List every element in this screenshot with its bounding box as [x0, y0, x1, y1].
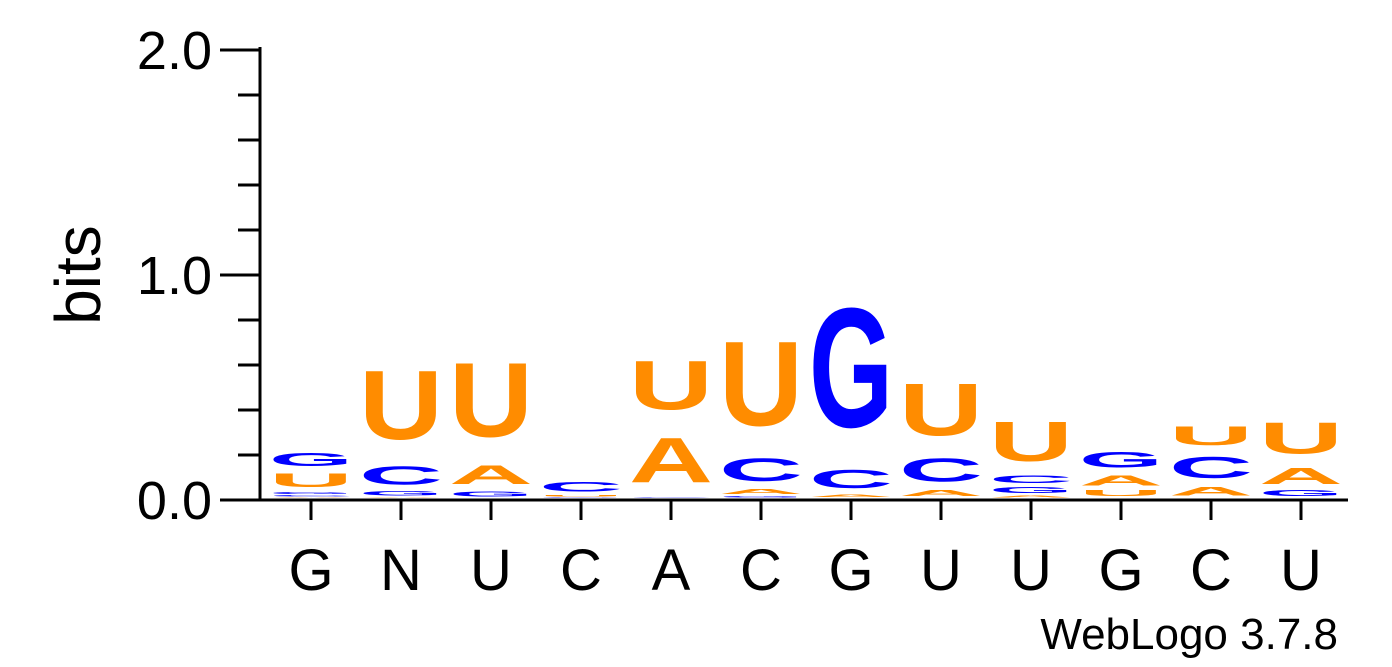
x-tick-label: U [470, 538, 512, 603]
logo-letter-g: G [269, 450, 353, 470]
logo-letter-c: C [719, 452, 803, 488]
logo-letter-u: U [449, 341, 533, 460]
logo-letter-u: U [539, 495, 623, 497]
logo-letter-u: U [1259, 413, 1343, 463]
logo-letter-c: C [629, 497, 713, 498]
logo-letter-g: G [1079, 447, 1163, 472]
logo-letter-g: G [1259, 489, 1343, 498]
y-axis-label: bits [42, 225, 114, 325]
weblogo-credit: WebLogo 3.7.8 [1040, 610, 1338, 659]
logo-letter-g: G [539, 497, 623, 498]
logo-letter-a: A [269, 497, 353, 498]
logo-letter-u: U [989, 410, 1073, 473]
logo-letter-c: C [809, 464, 893, 493]
logo-stack: UAG [1079, 447, 1163, 498]
logo-letter-u: U [359, 350, 443, 461]
logo-letter-c: C [989, 473, 1073, 485]
logo-letter-u: U [719, 317, 803, 451]
logo-stack: ACG [809, 274, 893, 498]
logo-letter-u: U [269, 470, 353, 491]
y-tick-label: 0.0 [137, 471, 212, 531]
logo-letter-a: A [1079, 472, 1163, 489]
logo-letter-a: A [719, 488, 803, 496]
y-axis: 0.0 1.0 2.0 [137, 21, 262, 531]
logo-letter-u: U [1169, 420, 1253, 450]
logo-letter-a: A [449, 460, 533, 490]
logo-stack: CAU [629, 347, 713, 498]
logo-letter-a: A [359, 497, 443, 498]
x-tick-label: C [1190, 538, 1232, 603]
logo-letter-g: G [359, 490, 443, 497]
x-tick-label: G [1098, 538, 1143, 603]
logo-letter-g: G [809, 274, 893, 464]
logo-letter-a: A [1169, 484, 1253, 498]
logo-letter-g: G [269, 491, 353, 494]
logo-stack: GAU [449, 341, 533, 498]
y-tick-label: 2.0 [137, 21, 212, 81]
x-tick-label: G [288, 538, 333, 603]
x-tick-label: C [560, 538, 602, 603]
logo-stacks: ACGUGAGCUGAUGUCCAUGACUACGACUAGCUUAGACUGA… [269, 274, 1343, 498]
logo-stack: ACU [899, 369, 983, 498]
logo-letter-a: A [899, 489, 983, 498]
logo-letter-c: C [899, 452, 983, 489]
logo-stack: GAU [1259, 413, 1343, 498]
logo-letter-c: C [269, 495, 353, 497]
x-tick-label: G [828, 538, 873, 603]
logo-letter-u: U [629, 347, 713, 424]
logo-letter-u: U [899, 369, 983, 452]
logo-letter-c: C [1169, 451, 1253, 485]
x-tick-label: A [652, 538, 691, 603]
logo-letter-c: C [359, 461, 443, 490]
logo-letter-a: A [809, 494, 893, 498]
logo-letter-a: A [1259, 463, 1343, 489]
x-tick-label: U [1010, 538, 1052, 603]
logo-letter-g: G [989, 486, 1073, 495]
logo-letter-a: A [629, 425, 713, 497]
x-tick-label: U [920, 538, 962, 603]
logo-letter-a: A [989, 495, 1073, 498]
logo-letter-g: G [719, 496, 803, 498]
logo-stack: GUC [539, 479, 623, 498]
x-tick-label: U [1280, 538, 1322, 603]
x-tick-label: C [740, 538, 782, 603]
logo-stack: ACU [1169, 420, 1253, 498]
x-tick-label: N [380, 538, 422, 603]
logo-letter-c: C [539, 479, 623, 495]
logo-letter-g: G [449, 490, 533, 498]
y-tick-label: 1.0 [137, 246, 212, 306]
logo-letter-u: U [1079, 489, 1163, 498]
